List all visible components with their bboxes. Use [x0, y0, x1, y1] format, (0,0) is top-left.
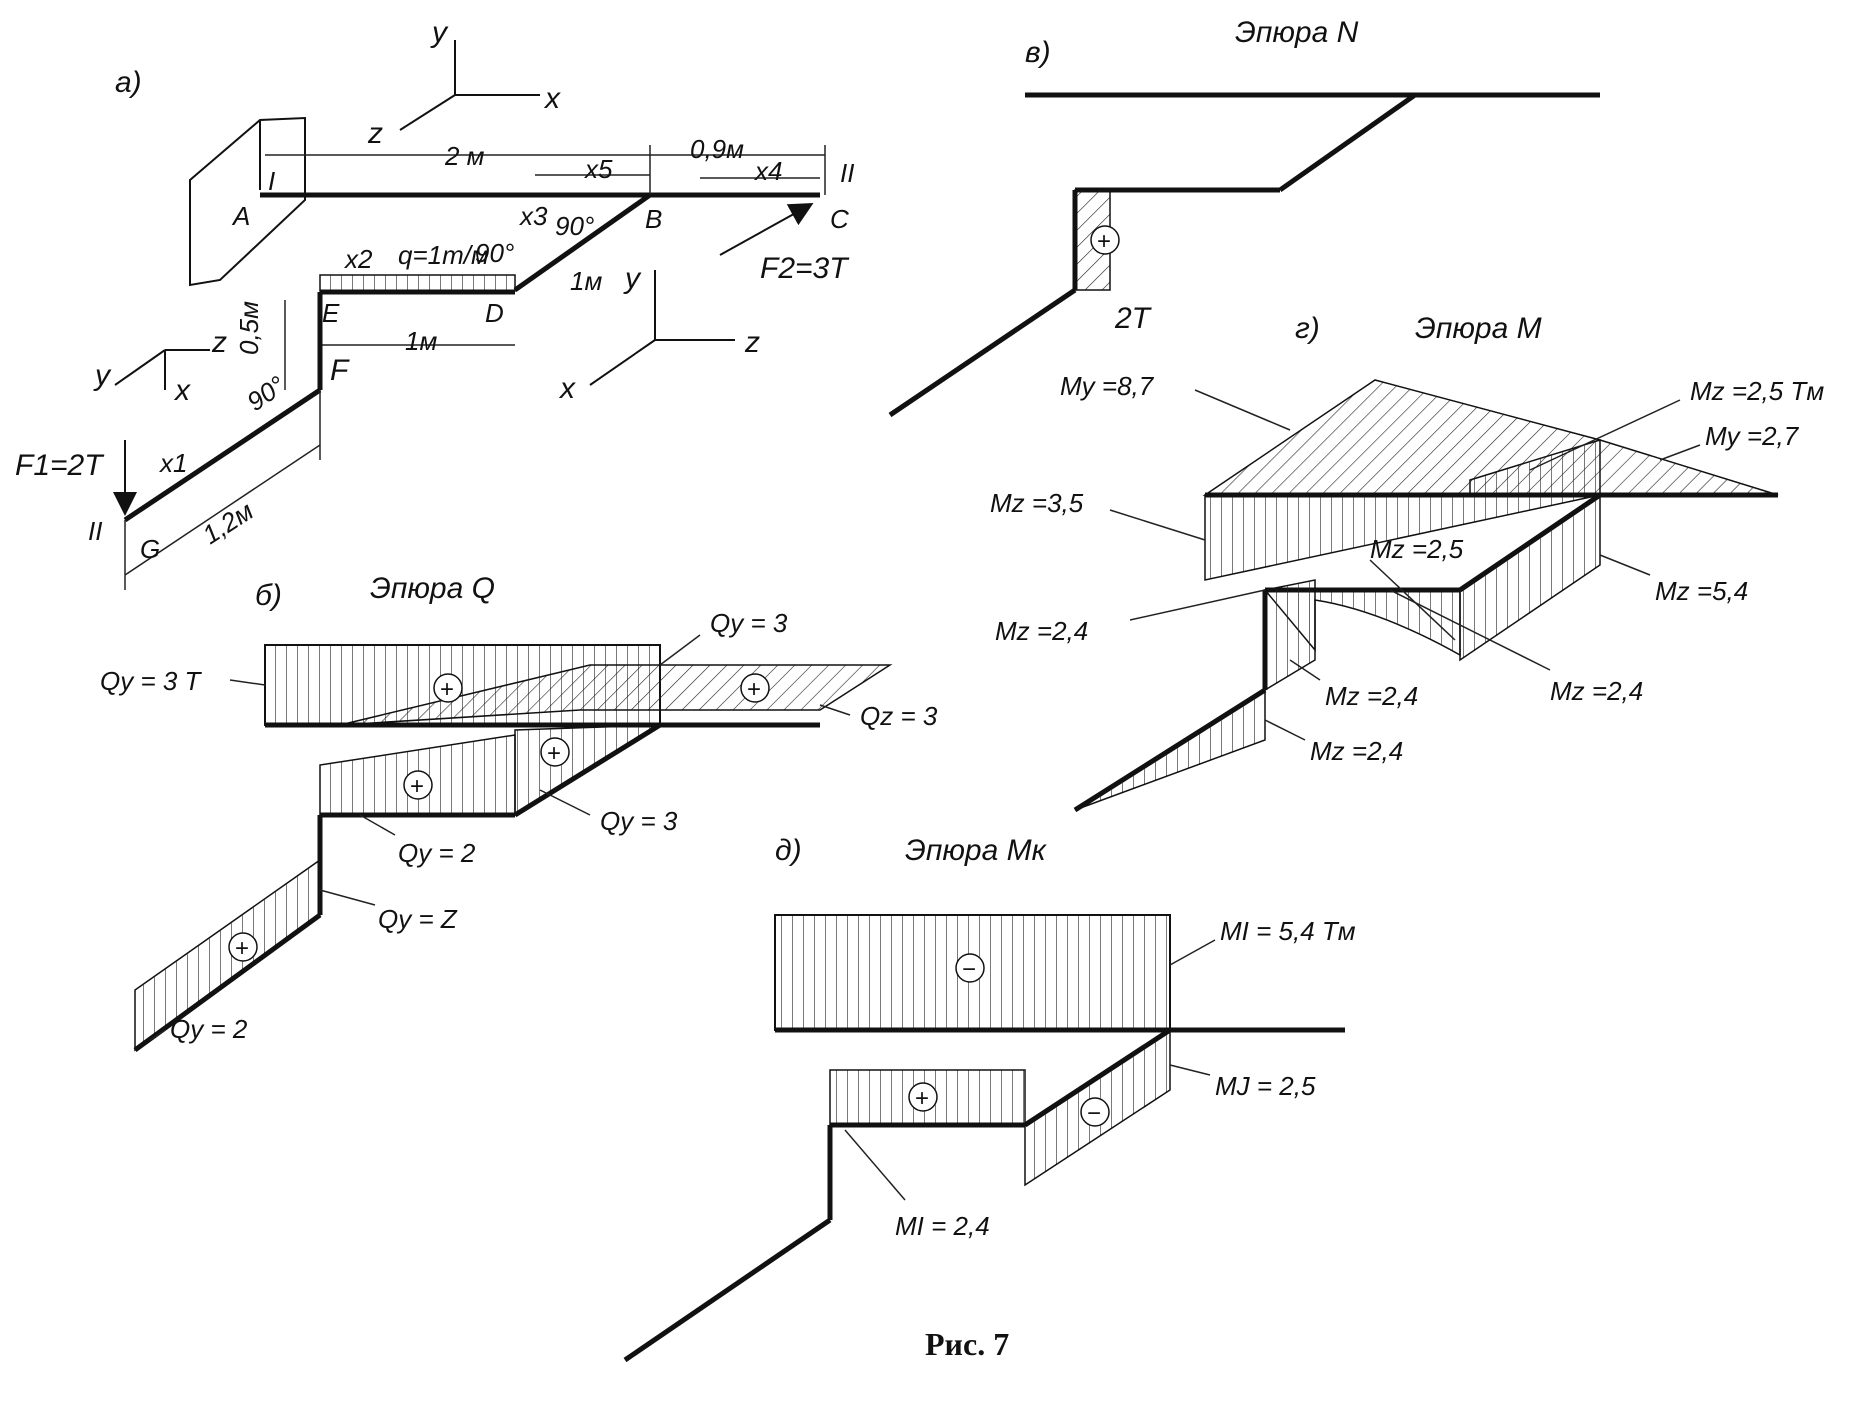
m-diagram-title: Эпюра M: [1415, 312, 1542, 345]
panel-g-label: г): [1295, 312, 1320, 345]
q-label-qy3-top: Qy = 3: [710, 608, 788, 638]
mk-label-mi24: MI = 2,4: [895, 1211, 990, 1241]
section-II-bottom: II: [88, 516, 102, 546]
dim-12m: 1,2м: [197, 495, 259, 550]
force-F2-label: F2=3T: [760, 252, 850, 285]
coord-x1: x1: [158, 448, 187, 478]
m-label-mz24-mid: Mz =2,4: [1325, 681, 1418, 711]
axis-left-x: x: [173, 374, 191, 407]
m-label-mz24-bottom: Mz =2,4: [1310, 736, 1403, 766]
axis-y-label: y: [430, 16, 449, 49]
axis-left-y: y: [93, 359, 112, 392]
m-label-mz24-right: Mz =2,4: [1550, 676, 1643, 706]
point-G: G: [140, 534, 160, 564]
m-label-mz25tm: Mz =2,5 Tм: [1690, 376, 1824, 406]
q-label-qyz: Qy = Z: [378, 904, 458, 934]
q-label-qy2-mid: Qy = 2: [398, 838, 476, 868]
mk-sign-2: +: [915, 1085, 929, 1112]
m-label-my87: My =8,7: [1060, 371, 1155, 401]
panel-b-q-diagram: б) Эпюра Q + + + + +: [100, 572, 938, 1053]
point-F: F: [330, 354, 350, 387]
dim-09m: 0,9м: [690, 134, 744, 164]
dim-1m-ed: 1м: [405, 326, 437, 356]
load-q-label: q=1т/м: [398, 240, 489, 270]
m-label-mz25: Mz =2,5: [1370, 534, 1464, 564]
beam-FG: [123, 387, 322, 523]
panel-a-label: а): [115, 66, 142, 99]
axis-x-label: x: [543, 82, 561, 115]
panel-d-mk-diagram: д) Эпюра Mк − + − MI = 5,4 Tм MJ = 2,5 M…: [623, 834, 1356, 1363]
mk-sign-3: −: [1087, 1100, 1101, 1127]
q-sign-2: +: [747, 676, 761, 703]
axis-mid-z: z: [744, 326, 760, 359]
m-label-mz35: Mz =3,5: [990, 488, 1084, 518]
section-II-top: II: [840, 158, 854, 188]
panel-g-m-diagram: г) Эпюра M My =8,7 Mz =2,5 Tм My =2,7 Mz…: [990, 312, 1824, 813]
q-label-qy2-bottom: Qy = 2: [170, 1014, 248, 1044]
coord-x4: x4: [753, 156, 782, 186]
q-sign-1: +: [440, 676, 454, 703]
m-label-mz24-left: Mz =2,4: [995, 616, 1088, 646]
axes-left: y z x: [93, 326, 227, 407]
coord-x3: x3: [518, 201, 548, 231]
q-sign-3: +: [547, 740, 561, 767]
figure-caption: Рис. 7: [925, 1326, 1009, 1362]
dim-2m: 2 м: [444, 141, 485, 171]
m-label-my27: My =2,7: [1705, 421, 1800, 451]
panel-b-label: б): [255, 579, 282, 612]
panel-v-label: в): [1025, 36, 1051, 69]
q-label-qy3t: Qy = 3 T: [100, 666, 203, 696]
m-mz-ef: [1264, 579, 1316, 692]
q-diagram-title: Эпюра Q: [370, 572, 495, 605]
point-E: E: [322, 298, 340, 328]
beam-BD: [513, 192, 652, 293]
axis-z-label: z: [367, 117, 383, 150]
panel-a-scheme: а) y x z A I 2 м 0,9м x5 x4 B C: [15, 16, 854, 590]
point-B: B: [645, 204, 662, 234]
point-A: A: [231, 201, 250, 231]
mk-sign-1: −: [962, 956, 976, 983]
m-label-mz54: Mz =5,4: [1655, 576, 1748, 606]
section-I: I: [268, 166, 275, 196]
axis-mid-y: y: [623, 262, 642, 295]
axes-mid: y z x: [558, 262, 760, 405]
q-signs: + + + + +: [228, 673, 770, 962]
mk-label-mj25: MJ = 2,5: [1215, 1071, 1316, 1101]
force-F2-arrow: [719, 203, 814, 256]
coord-x5: x5: [583, 154, 613, 184]
n-sign-plus: +: [1097, 228, 1111, 255]
mk-label-mi54: MI = 5,4 Tм: [1220, 916, 1356, 946]
panel-v-n-diagram: в) Эпюра N + 2T: [888, 16, 1600, 418]
angle-90-3: 90°: [241, 370, 290, 417]
n-label-2t: 2T: [1114, 302, 1153, 335]
point-D: D: [485, 298, 504, 328]
angle-90-2: 90°: [475, 238, 514, 268]
q-sign-5: +: [235, 935, 249, 962]
wall-support: A I: [189, 116, 306, 287]
force-F1-label: F1=2T: [15, 449, 105, 482]
panel-d-label: д): [775, 834, 802, 867]
angle-90-1: 90°: [555, 211, 594, 241]
point-C: C: [830, 204, 849, 234]
distributed-load: [319, 274, 516, 292]
q-label-qy3-mid: Qy = 3: [600, 806, 678, 836]
axis-mid-x: x: [558, 372, 576, 405]
axes-top: y x z: [367, 16, 561, 150]
mk-diagram-title: Эпюра Mк: [905, 834, 1048, 867]
q-label-qz3: Qz = 3: [860, 701, 938, 731]
dim-1m-bd: 1м: [570, 266, 602, 296]
n-diagram-title: Эпюра N: [1235, 16, 1359, 49]
dim-05m: 0,5м: [234, 301, 264, 355]
coord-x2: x2: [343, 244, 373, 274]
axis-left-z: z: [211, 326, 227, 359]
q-sign-4: +: [410, 773, 424, 800]
